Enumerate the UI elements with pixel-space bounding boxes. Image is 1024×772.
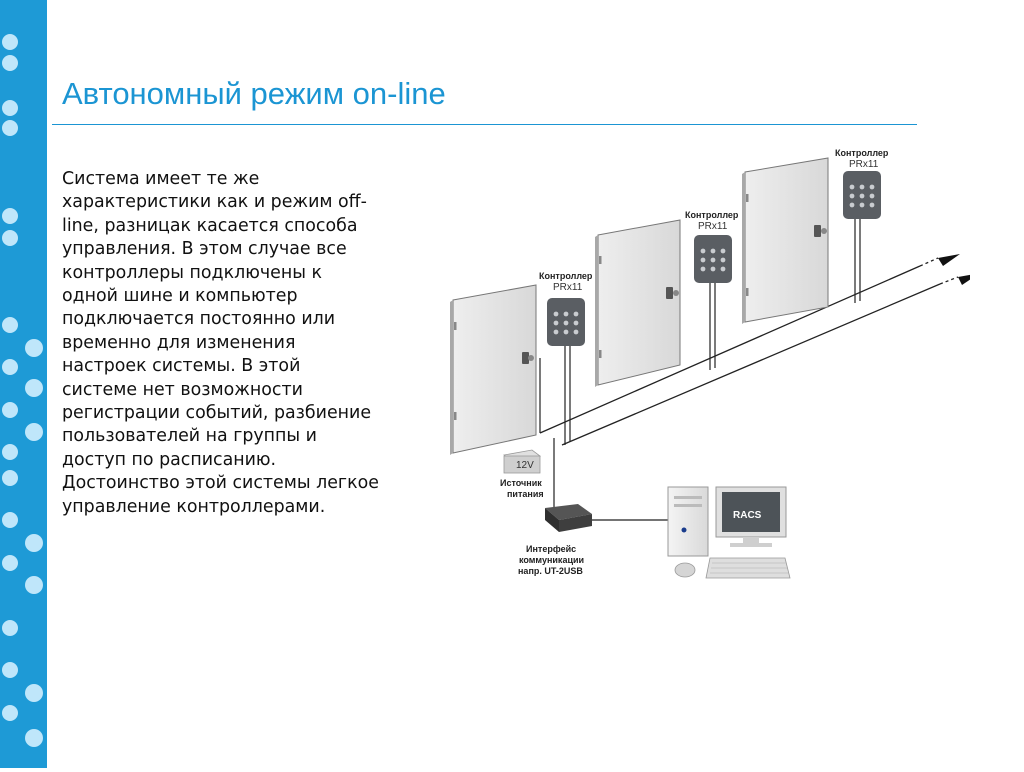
controller-wires [539, 219, 861, 462]
monitor-screen-text: RACS [733, 510, 762, 521]
power-label-line1: Источник [500, 478, 542, 488]
interface-converter: Интерфейс коммуникации напр. UT-2USB [518, 504, 592, 576]
computer: RACS [667, 486, 791, 579]
door [742, 157, 829, 324]
controller-keypad: Контроллер PRx11 [685, 210, 739, 283]
interface-label-line3: напр. UT-2USB [518, 566, 583, 576]
door [450, 284, 537, 455]
side-bar [0, 0, 47, 768]
controller-model: PRx11 [698, 221, 728, 232]
slide-body-text: Система имеет те же характеристики как и… [62, 169, 379, 517]
slide-title: Автономный режим on-line [62, 76, 446, 111]
power-voltage: 12V [516, 460, 534, 471]
controller-keypad: Контроллер PRx11 [539, 271, 593, 346]
interface-label-line2: коммуникации [519, 555, 584, 565]
door [595, 219, 681, 387]
title-divider [52, 124, 917, 125]
controller-keypad: Контроллер PRx11 [835, 148, 889, 219]
bus-arrow-icon [958, 274, 970, 285]
bus-arrow-icon [938, 254, 960, 266]
controller-model: PRx11 [553, 282, 583, 293]
interface-label-line1: Интерфейс [526, 544, 576, 554]
decorative-dots [2, 34, 43, 747]
controller-model: PRx11 [849, 159, 879, 170]
bus-lines [539, 257, 959, 446]
power-label-line2: питания [507, 489, 544, 499]
controller-label: Контроллер [835, 148, 889, 158]
system-diagram: Контроллер PRx11 Контроллер PRx11 Контро… [450, 148, 970, 579]
power-supply: 12V Источник питания [500, 449, 544, 499]
interface-wires [553, 462, 668, 521]
controller-label: Контроллер [539, 271, 593, 281]
controller-label: Контроллер [685, 210, 739, 220]
